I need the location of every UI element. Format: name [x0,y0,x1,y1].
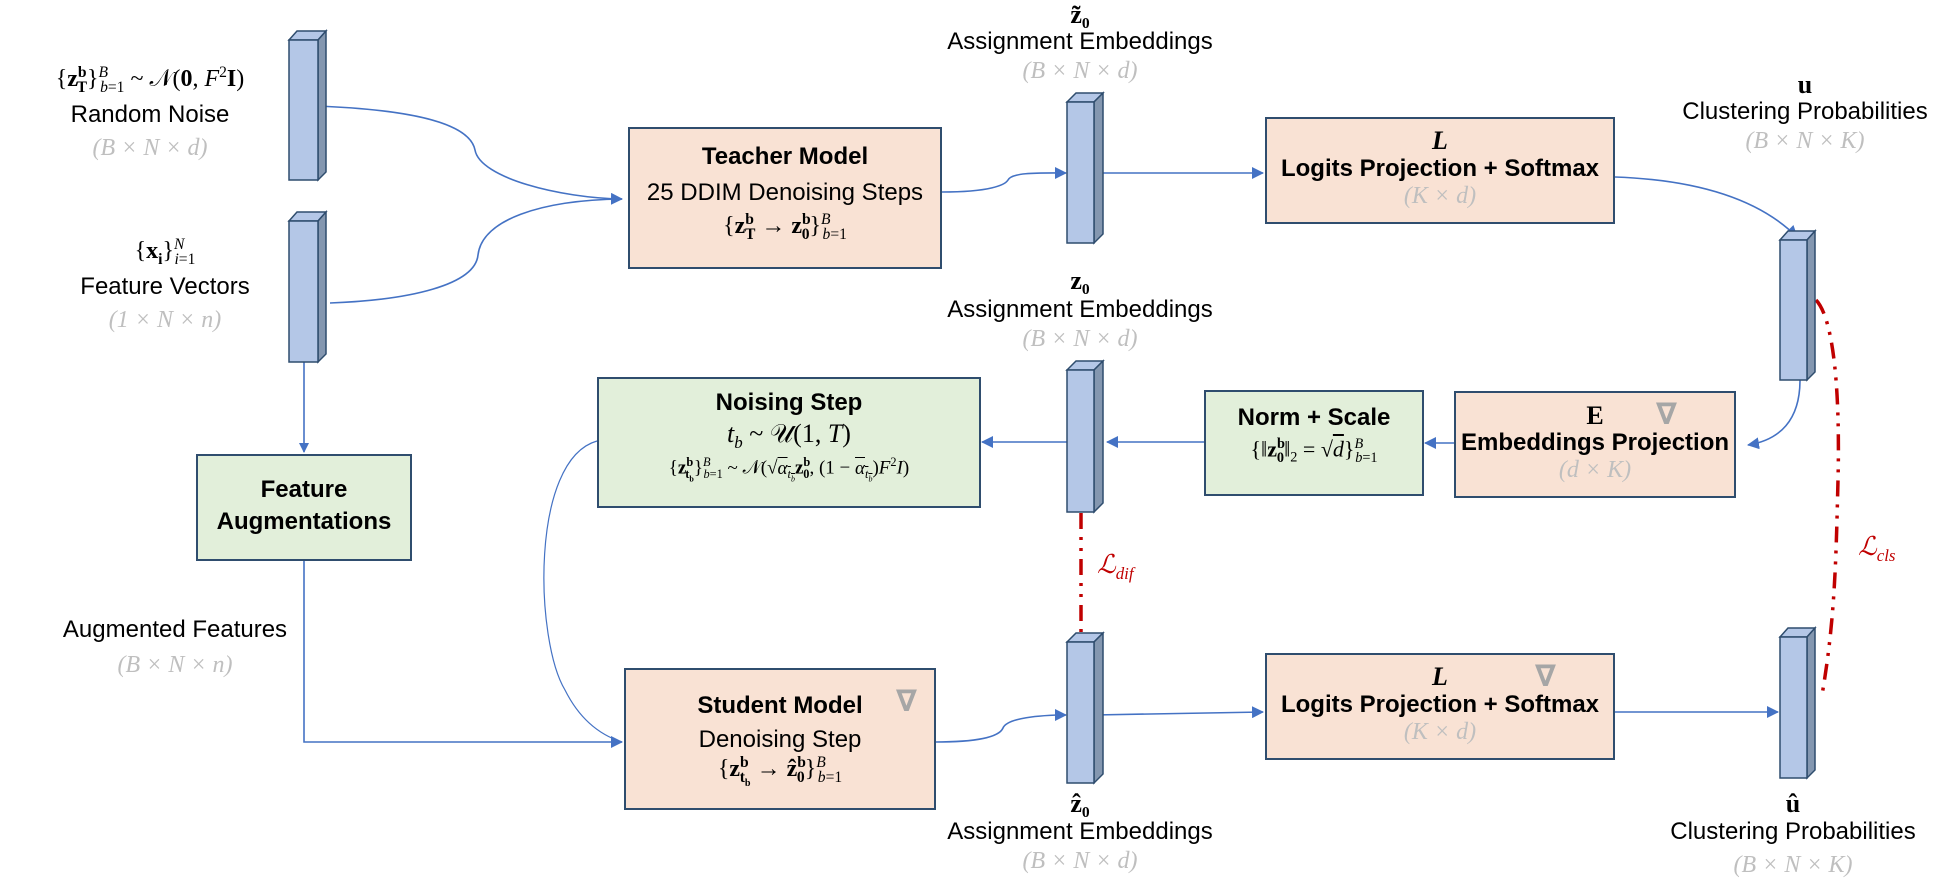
gradient-icon: ∇ [896,684,917,719]
student-title: Student Model [697,692,863,719]
norm-scale-box[interactable]: Norm + Scale {‖zb0‖2 = √d}Bb=1 [1204,390,1424,496]
noising-step-box[interactable]: Noising Step tb ~ 𝒰(1, T) {zbtb}Bb=1 ~ 𝒩… [597,377,981,508]
tensor-z0-hat [1065,631,1105,785]
tensor-u [1778,229,1817,382]
student-model-box[interactable]: Student Model Denoising Step {zbtb → ẑb0… [624,668,936,810]
noising-formula-timestep: tb ~ 𝒰(1, T) [727,419,851,453]
u-dims: (B × N × K) [1745,128,1865,154]
loss-dif-label: ℒdif [1097,550,1134,584]
student-formula: {zbtb → ẑb0}Bb=1 [717,754,843,789]
norm-title: Norm + Scale [1237,404,1391,431]
logits-teacher-dims: (K × d) [1403,183,1477,209]
z0-dims: (B × N × d) [1022,326,1138,352]
u-symbol: u [1797,70,1813,99]
loss-cls-subscript: cls [1876,546,1896,566]
features-dims: (1 × N × n) [108,306,222,333]
logits-student-symbol: L [1432,662,1448,691]
student-subtitle: Denoising Step [698,726,862,753]
script-l-glyph: ℒ [1097,550,1116,579]
features-name: Feature Vectors [80,272,250,300]
augmented-dims: (B × N × n) [117,652,233,678]
teacher-model-box[interactable]: Teacher Model 25 DDIM Denoising Steps {z… [628,127,942,269]
logits-teacher-title: Logits Projection + Softmax [1280,155,1600,182]
arrow-noising-to-student [543,440,623,743]
gradient-icon: ∇ [1656,397,1677,432]
noise-formula: {zbT}Bb=1 ~ 𝒩(0, F2I) [55,64,245,96]
teacher-subtitle: 25 DDIM Denoising Steps [646,179,924,206]
logits-student-title: Logits Projection + Softmax [1280,691,1600,718]
tensor-u-hat [1778,626,1817,780]
arrow-student-to-z0hat [934,709,1067,743]
tensor-z0-tilde [1065,91,1105,245]
augmented-name: Augmented Features [62,616,288,643]
augmented-label-group: Augmented Features (B × N × n) [40,616,310,679]
z0-hat-symbol: ẑ₀ [1070,789,1090,818]
z0-hat-dims: (B × N × d) [1022,848,1138,874]
tensor-features [287,210,328,364]
loss-cls-line [1814,298,1841,696]
arrow-logits-to-u [1614,176,1798,238]
arrow-u-to-embed [1747,379,1801,450]
tensor-noise [287,29,328,182]
u-hat-label-group: û Clustering Probabilities (B × N × K) [1668,790,1918,879]
feature-augmentations-box[interactable]: Feature Augmentations [196,454,412,561]
teacher-title: Teacher Model [701,143,869,170]
logits-projection-student-box[interactable]: L Logits Projection + Softmax (K × d) ∇ [1265,653,1615,760]
z0-name: Assignment Embeddings [947,296,1213,323]
loss-cls-label: ℒcls [1858,532,1896,566]
u-hat-name: Clustering Probabilities [1670,818,1916,845]
z0-tilde-label-group: z̃₀ Assignment Embeddings (B × N × d) [945,2,1215,85]
embed-symbol: E [1586,401,1604,430]
noise-label-group: {zbT}Bb=1 ~ 𝒩(0, F2I) Random Noise (B × … [20,64,280,162]
features-formula: {xi}Ni=1 [134,236,196,268]
loss-dif-subscript: dif [1115,564,1134,584]
features-label-group: {xi}Ni=1 Feature Vectors (1 × N × n) [50,236,280,334]
u-hat-dims: (B × N × K) [1733,852,1853,878]
gradient-icon: ∇ [1535,659,1556,694]
z0-label-group: z₀ Assignment Embeddings (B × N × d) [945,268,1215,353]
script-l-glyph: ℒ [1858,532,1877,561]
z0-tilde-symbol: z̃₀ [1070,0,1090,29]
z0-symbol: z₀ [1070,266,1090,295]
noise-dims: (B × N × d) [92,134,208,161]
embeddings-projection-box[interactable]: E Embeddings Projection (d × K) ∇ [1454,391,1736,498]
embed-title: Embeddings Projection [1460,429,1730,456]
arrow-teacher-to-z0tilde [941,166,1067,193]
u-name: Clustering Probabilities [1682,98,1928,125]
u-hat-symbol: û [1785,789,1801,818]
arrow-z0hat-to-logits [1093,706,1264,719]
augment-title-line2: Augmentations [216,508,392,535]
z0-hat-name: Assignment Embeddings [947,818,1213,845]
teacher-formula: {zbT → zb0}Bb=1 [723,211,847,243]
logits-projection-teacher-box[interactable]: L Logits Projection + Softmax (K × d) [1265,117,1615,224]
norm-formula: {‖zb0‖2 = √d}Bb=1 [1250,436,1378,466]
arrow-noise-to-teacher [315,105,623,205]
noising-formula-distribution: {zbtb}Bb=1 ~ 𝒩(√αtbzb0, (1 − αtb)F2I) [668,455,910,484]
noise-name: Random Noise [70,100,230,128]
logits-teacher-symbol: L [1432,126,1448,155]
augment-title-line1: Feature [260,476,348,503]
u-label-group: u Clustering Probabilities (B × N × K) [1680,72,1930,155]
z0-tilde-name: Assignment Embeddings [947,28,1213,55]
z0-tilde-dims: (B × N × d) [1022,58,1138,84]
embed-dims: (d × K) [1558,457,1632,483]
tensor-z0 [1065,359,1105,514]
arrow-augment-to-student [303,560,623,748]
z0-hat-label-group: ẑ₀ Assignment Embeddings (B × N × d) [945,790,1215,875]
arrow-features-to-teacher [329,198,623,304]
noising-title: Noising Step [715,389,863,416]
logits-student-dims: (K × d) [1403,719,1477,745]
